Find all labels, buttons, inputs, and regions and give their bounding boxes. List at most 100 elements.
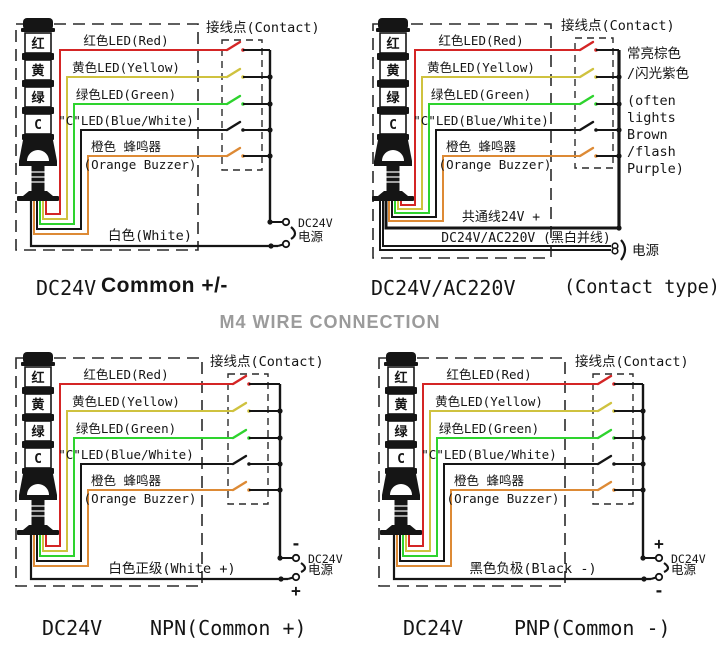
switch-arm-green bbox=[231, 428, 248, 440]
tower-pole bbox=[386, 166, 400, 191]
tower-segment-label: 绿 bbox=[31, 424, 45, 440]
power-plug-arc bbox=[663, 562, 670, 574]
wire-label-orange: 橙色 蜂鸣器 bbox=[91, 473, 162, 488]
tower-cap bbox=[23, 352, 53, 364]
tower-cap bbox=[386, 352, 416, 364]
wire-c bbox=[36, 463, 233, 562]
unit-boundary-box bbox=[15, 357, 203, 587]
tower-band bbox=[22, 414, 54, 421]
wire-label-green: 绿色LED(Green) bbox=[431, 87, 531, 102]
switch-arm-orange bbox=[225, 146, 242, 158]
tower-segment-label: C bbox=[397, 452, 405, 467]
common-wire-label: 共通线24V + bbox=[462, 210, 540, 225]
unit-boundary-box bbox=[15, 23, 199, 251]
tower-segment-label: 绿 bbox=[394, 424, 408, 440]
wire-power-white bbox=[379, 201, 611, 251]
wire-label-orange-2: (Orange Buzzer) bbox=[84, 157, 197, 172]
tower-segment-label: 红 bbox=[31, 36, 44, 52]
power-plug-arc bbox=[620, 239, 627, 261]
tower-base-plate bbox=[17, 196, 59, 201]
tower-dome-base bbox=[19, 161, 57, 166]
tower-cap-lip bbox=[376, 28, 410, 32]
switch-arm-orange bbox=[231, 480, 248, 492]
switch-arm-c bbox=[596, 454, 613, 466]
wire-green bbox=[402, 437, 598, 557]
power-sign-top: - bbox=[291, 534, 301, 553]
tower-base-flange bbox=[378, 191, 408, 196]
wire-label-red: 红色LED(Red) bbox=[438, 33, 523, 48]
wire-green bbox=[39, 437, 233, 557]
wire-label-red: 红色LED(Red) bbox=[83, 367, 168, 382]
tower-band bbox=[22, 468, 54, 474]
power-junction-dot bbox=[268, 243, 274, 249]
power-junction-dot bbox=[278, 576, 284, 582]
wire-red bbox=[45, 49, 227, 215]
tower-cap bbox=[378, 18, 408, 30]
wire-label-yellow: 黄色LED(Yellow) bbox=[72, 394, 180, 409]
switch-arm-c bbox=[225, 120, 242, 132]
power-label-voltage: DC24V bbox=[308, 552, 343, 566]
tower-segment-label: 黄 bbox=[31, 397, 44, 413]
tower-dome-base bbox=[382, 495, 420, 500]
power-label-voltage: DC24V bbox=[671, 552, 706, 566]
switch-arm-green bbox=[596, 428, 613, 440]
tower-segment-label: 黄 bbox=[394, 397, 407, 413]
tower-base-plate bbox=[380, 530, 422, 535]
wire-label-c: "C"LED(Blue/White) bbox=[421, 447, 556, 462]
tower-segment-label: 红 bbox=[386, 36, 399, 52]
tower-base-plate bbox=[17, 530, 59, 535]
tower-band bbox=[385, 387, 417, 394]
wire-orange bbox=[33, 155, 227, 235]
caption-voltage: DC24V/AC220V bbox=[371, 276, 516, 300]
tower-band bbox=[22, 80, 54, 87]
wire-c bbox=[391, 129, 580, 218]
unit-boundary-box bbox=[372, 23, 552, 259]
caption-voltage: DC24V bbox=[42, 616, 103, 640]
wire-label-orange-2: (Orange Buzzer) bbox=[84, 491, 197, 506]
wire-label-c: "C"LED(Blue/White) bbox=[58, 447, 193, 462]
tower-segment-label: C bbox=[34, 452, 42, 467]
power-terminal-top bbox=[281, 217, 291, 227]
power-label-source: 电源 bbox=[308, 562, 334, 577]
tower-band bbox=[22, 53, 54, 60]
wire-yellow bbox=[405, 410, 598, 552]
wire-label-red: 红色LED(Red) bbox=[83, 33, 168, 48]
tower-segment-label: 黄 bbox=[31, 63, 44, 79]
page-title: M4 WIRE CONNECTION bbox=[219, 312, 441, 332]
switch-arm-yellow bbox=[578, 67, 595, 79]
switch-arm-orange bbox=[578, 146, 595, 158]
caption-mode: Common +/- bbox=[101, 274, 228, 297]
power-label-source: 电源 bbox=[671, 562, 697, 577]
wire-yellow bbox=[42, 410, 233, 552]
annotation-line: Brown bbox=[627, 127, 668, 143]
bottom-wire-label: 白色(White) bbox=[108, 227, 192, 244]
switch-arm-orange bbox=[596, 480, 613, 492]
tower-band bbox=[22, 441, 54, 448]
tower-band bbox=[22, 134, 54, 140]
wire-red bbox=[400, 49, 580, 206]
switch-arm-green bbox=[578, 94, 595, 106]
annotation-line: Purple) bbox=[627, 161, 684, 177]
switch-arm-red bbox=[596, 374, 613, 386]
tower-cap-lip bbox=[384, 362, 418, 366]
power-junction-dot bbox=[641, 576, 647, 582]
switch-arm-c bbox=[578, 120, 595, 132]
tower-segment-label: C bbox=[34, 118, 42, 133]
tower-segment-label: 黄 bbox=[386, 63, 399, 79]
tower-band bbox=[377, 53, 409, 60]
power-sign-bottom: + bbox=[291, 581, 301, 600]
annotation-line: /闪光紫色 bbox=[627, 65, 689, 82]
power-terminal-bottom bbox=[281, 239, 291, 249]
switch-arm-red bbox=[578, 40, 595, 52]
power-terminal-top bbox=[291, 553, 301, 563]
power-label-voltage: DC24V bbox=[298, 216, 333, 230]
switch-arm-yellow bbox=[231, 401, 248, 413]
diagram-dc24v-ac220v: 红黄绿C接线点(Contact)红色LED(Red)黄色LED(Yellow)绿… bbox=[372, 17, 689, 261]
tower-band bbox=[385, 468, 417, 474]
power-sign-top: + bbox=[654, 534, 664, 553]
bus-junction-dot bbox=[616, 225, 622, 231]
tower-pole bbox=[31, 500, 45, 525]
caption-voltage: DC24V bbox=[36, 276, 97, 300]
